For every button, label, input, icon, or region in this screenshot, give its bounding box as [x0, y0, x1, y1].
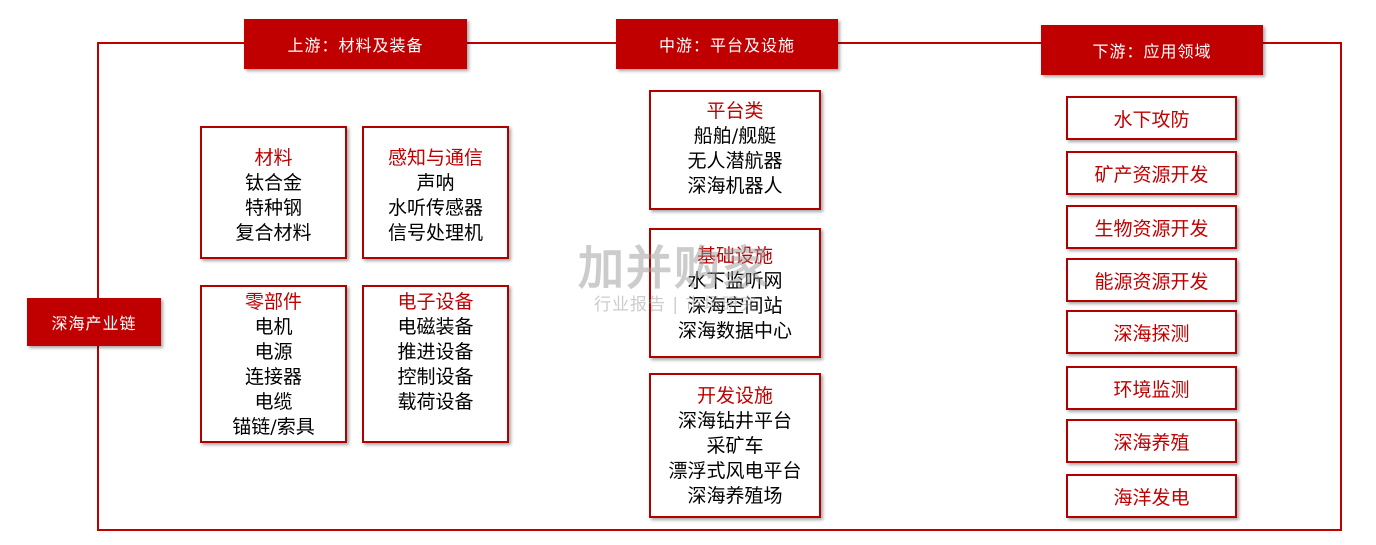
development-item: 采矿车: [706, 435, 764, 457]
materials-box: 材料 钛合金 特种钢 复合材料: [200, 126, 347, 259]
infrastructure-item: 深海空间站: [687, 295, 783, 317]
electronics-box: 电子设备 电磁装备 推进设备 控制设备 载荷设备: [362, 285, 509, 443]
application-label: 环境监测: [1113, 378, 1190, 401]
development-item: 深海钻井平台: [677, 410, 792, 432]
root-node: 深海产业链: [27, 298, 161, 346]
application-label: 生物资源开发: [1094, 217, 1209, 240]
downstream-header: 下游：应用领域: [1041, 25, 1263, 75]
upstream-header-label: 上游：材料及装备: [287, 36, 424, 55]
application-label: 水下攻防: [1113, 108, 1190, 131]
development-box: 开发设施 深海钻井平台 采矿车 漂浮式风电平台 深海养殖场: [649, 373, 821, 518]
application-item: 生物资源开发: [1066, 205, 1237, 249]
parts-box: 零部件 电机 电源 连接器 电缆 锚链/索具: [200, 285, 347, 443]
sensing-item: 信号处理机: [387, 222, 483, 244]
parts-item: 电机: [254, 316, 293, 338]
platforms-item: 深海机器人: [687, 175, 783, 197]
infrastructure-item: 深海数据中心: [677, 320, 792, 342]
sensing-title: 感知与通信: [387, 147, 483, 169]
infrastructure-box: 基础设施 水下监听网 深海空间站 深海数据中心: [649, 228, 821, 358]
application-item: 水下攻防: [1066, 96, 1237, 140]
development-item: 漂浮式风电平台: [668, 460, 802, 482]
application-item: 环境监测: [1066, 366, 1237, 410]
electronics-item: 推进设备: [397, 341, 474, 363]
materials-title: 材料: [254, 147, 293, 169]
application-item: 深海养殖: [1066, 419, 1237, 463]
sensing-item: 水听传感器: [387, 197, 483, 219]
materials-item: 钛合金: [244, 172, 302, 194]
development-title: 开发设施: [696, 385, 773, 407]
infrastructure-item: 水下监听网: [687, 270, 783, 292]
sensing-box: 感知与通信 声呐 水听传感器 信号处理机: [362, 126, 509, 259]
platforms-item: 无人潜航器: [687, 150, 783, 172]
parts-item: 电源: [254, 341, 293, 363]
upstream-header: 上游：材料及装备: [244, 19, 467, 69]
electronics-item: 电磁装备: [397, 316, 474, 338]
application-item: 能源资源开发: [1066, 258, 1237, 302]
application-item: 矿产资源开发: [1066, 151, 1237, 195]
materials-item: 特种钢: [244, 197, 302, 219]
midstream-header: 中游：平台及设施: [616, 19, 838, 69]
platforms-title: 平台类: [706, 100, 764, 122]
electronics-item: 控制设备: [397, 366, 474, 388]
downstream-header-label: 下游：应用领域: [1092, 42, 1212, 61]
development-item: 深海养殖场: [687, 485, 783, 507]
application-item: 海洋发电: [1066, 474, 1237, 518]
platforms-item: 船舶/舰艇: [693, 125, 777, 147]
electronics-title: 电子设备: [397, 291, 474, 313]
application-label: 深海养殖: [1113, 431, 1190, 454]
electronics-item: 载荷设备: [397, 391, 474, 413]
application-label: 矿产资源开发: [1094, 163, 1209, 186]
parts-title: 零部件: [244, 291, 302, 313]
application-label: 能源资源开发: [1094, 270, 1209, 293]
root-label: 深海产业链: [51, 314, 137, 333]
application-item: 深海探测: [1066, 310, 1237, 354]
platforms-box: 平台类 船舶/舰艇 无人潜航器 深海机器人: [649, 90, 821, 210]
parts-item: 连接器: [244, 366, 302, 388]
parts-item: 电缆: [254, 391, 293, 413]
infrastructure-title: 基础设施: [696, 245, 773, 267]
parts-item: 锚链/索具: [232, 416, 315, 438]
materials-item: 复合材料: [235, 222, 312, 244]
application-label: 深海探测: [1113, 322, 1190, 345]
sensing-item: 声呐: [416, 172, 455, 194]
application-label: 海洋发电: [1113, 486, 1190, 509]
midstream-header-label: 中游：平台及设施: [658, 36, 795, 55]
